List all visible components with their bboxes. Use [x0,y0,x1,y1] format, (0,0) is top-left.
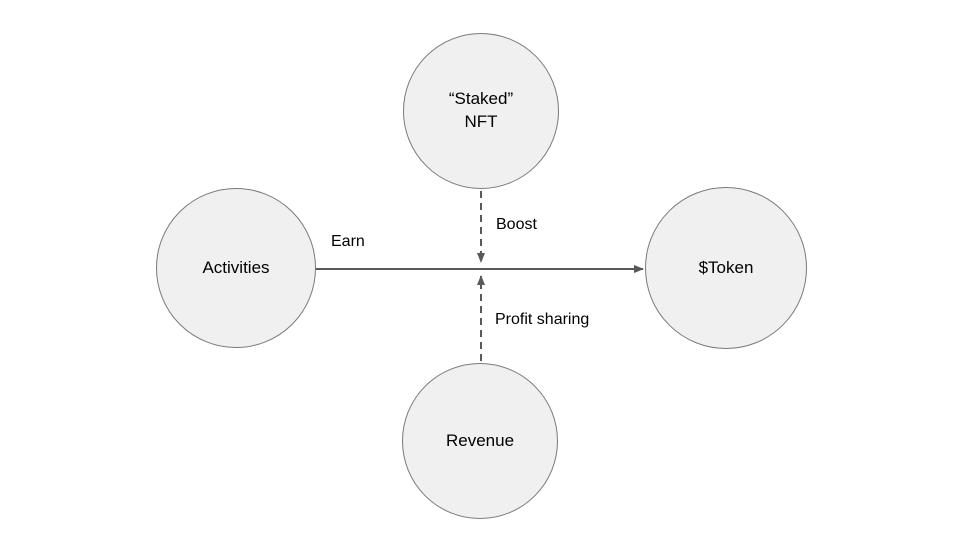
node-token: $Token [645,187,807,349]
node-revenue-label: Revenue [445,430,515,450]
node-token-label: $Token [698,257,754,277]
node-staked-nft-label: “Staked” NFT [448,89,514,131]
edge-label-profit-sharing: Profit sharing [495,311,590,328]
node-activities-label: Activities [202,257,270,277]
edge-label-earn: Earn [331,233,365,250]
edge-label-boost: Boost [496,216,537,233]
node-activities: Activities [156,188,316,348]
node-staked-nft: “Staked” NFT [403,33,559,189]
node-revenue: Revenue [402,363,558,519]
